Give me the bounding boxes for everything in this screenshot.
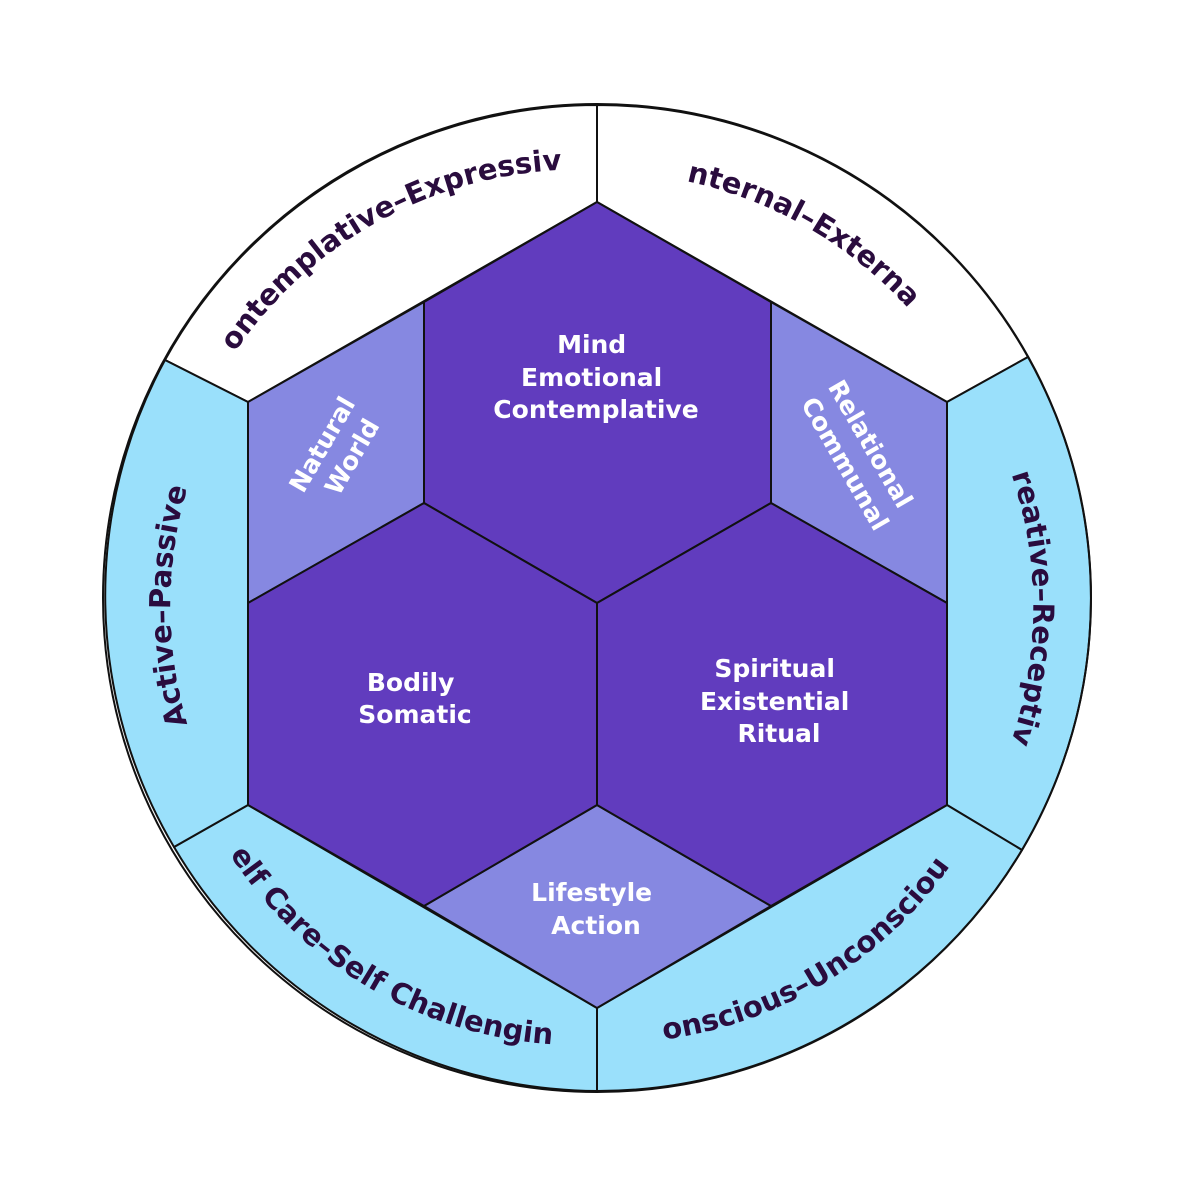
label-mind: Mind Emotional Contemplative bbox=[493, 330, 698, 424]
label-spiritual: Spiritual Existential Ritual bbox=[700, 654, 858, 748]
hex-spiritual bbox=[596, 502, 948, 907]
inner-hexagons bbox=[247, 201, 948, 907]
hexagon-labels: Mind Emotional Contemplative Bodily Soma… bbox=[358, 330, 858, 748]
outer-circle bbox=[102, 103, 1092, 1093]
outer-ring bbox=[104, 103, 1092, 1093]
label-bodily: Bodily Somatic bbox=[358, 668, 471, 729]
sector-self-care-self-challenging bbox=[173, 804, 598, 1092]
label-lifestyle-action: Lifestyle Action bbox=[531, 878, 661, 940]
sector-active-passive bbox=[104, 359, 249, 848]
sector-contemplative-expressive bbox=[164, 104, 598, 403]
sector-creative-receptive bbox=[946, 356, 1092, 851]
